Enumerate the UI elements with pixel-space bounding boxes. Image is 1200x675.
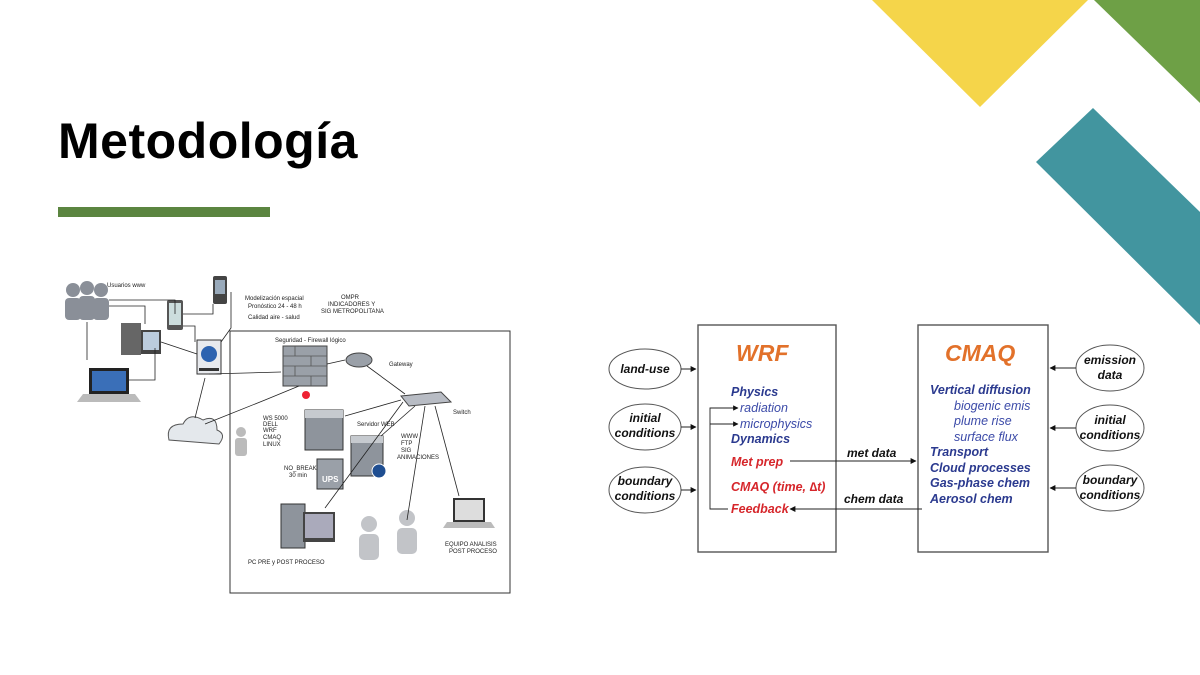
ompr-label-2: INDICADORES Y (328, 302, 375, 308)
firewall-icon (282, 345, 328, 387)
users-icon (65, 281, 109, 320)
pc-icon (280, 503, 335, 549)
pronostico-label: Pronóstico 24 - 48 h (248, 304, 302, 310)
initial-label: initial (629, 411, 661, 425)
cmaq-plume: plume rise (953, 414, 1012, 428)
cmaq-surface-flux: surface flux (954, 430, 1019, 444)
internal-links (204, 359, 460, 521)
switch-label: Switch (453, 410, 471, 416)
page-title: Metodología (58, 113, 358, 169)
seguridad-label: Seguridad - Firewall lógico (275, 338, 346, 344)
web-server-icon (350, 435, 387, 479)
network-diagram: Usuarios www Modelización espacial Pronó… (65, 276, 511, 594)
workstation-icon (304, 409, 344, 451)
ups-icon (316, 458, 344, 490)
mobile-phone-icon (213, 276, 227, 304)
ompr-label-1: OMPR (341, 295, 360, 301)
cmaq-gas-phase: Gas-phase chem (930, 476, 1030, 490)
desktop-icon (121, 323, 161, 355)
gateway-label: Gateway (389, 362, 413, 368)
laptop-icon (77, 368, 141, 402)
ompr-label-3: SIG METROPOLITANA (321, 309, 384, 315)
animaciones-label: ANIMACIONES (397, 455, 439, 461)
wrf-met-prep: Met prep (731, 455, 783, 469)
nobreak-label: NO_BREAK (284, 466, 317, 472)
person-icon (235, 427, 247, 456)
right-conditions-label: conditions (1080, 428, 1141, 442)
ups-label: UPS (322, 475, 339, 484)
cmaq-transport: Transport (930, 445, 989, 459)
globe-monitor-icon (196, 339, 222, 375)
wrf-feedback: Feedback (731, 502, 790, 516)
ws-label-1: WS 5000 (263, 416, 288, 422)
ftp-label: FTP (401, 441, 412, 447)
usuarios-label: Usuarios www (107, 283, 146, 289)
right-boundary-conditions-label: conditions (1080, 488, 1141, 502)
cmaq-box (917, 324, 1049, 553)
servidor-label: Servidor WEB (357, 422, 395, 428)
emission-label: emission (1084, 353, 1136, 367)
met-data-label: met data (847, 446, 897, 460)
ws-label-2: DELL (263, 422, 279, 428)
land-use-label: land-use (620, 362, 670, 376)
nobreak-time-label: 30 min (289, 473, 307, 479)
www-label: WWW (401, 434, 418, 440)
ws-label-4: CMAQ (263, 435, 281, 441)
wrf-microphysics: microphysics (740, 417, 812, 431)
boundary-label: boundary (618, 474, 674, 488)
wrf-cmaq-time: CMAQ (time, ∆t) (731, 480, 825, 494)
right-initial-label: initial (1094, 413, 1126, 427)
wrf-radiation: radiation (740, 401, 788, 415)
wrf-title: WRF (736, 340, 789, 366)
switch-icon (400, 391, 453, 407)
network-links (86, 292, 282, 419)
calidad-label: Calidad aire - salud (248, 315, 300, 321)
equipo-label-1: EQUIPO ANALISIS (445, 542, 497, 548)
people-icon (359, 510, 417, 560)
server-room-frame (229, 330, 511, 594)
cmaq-biogenic: biogenic emis (954, 399, 1030, 413)
analysis-laptop-icon (443, 498, 495, 528)
ws-label-3: WRF (263, 428, 277, 434)
teal-band (1036, 108, 1200, 325)
cmaq-title: CMAQ (945, 340, 1015, 366)
title-underline (58, 207, 270, 217)
wrf-box (697, 324, 837, 553)
right-boundary-label: boundary (1083, 473, 1139, 487)
yellow-triangle (872, 0, 1088, 107)
cloud-icon (167, 416, 223, 445)
wrf-physics: Physics (731, 385, 778, 399)
boundary-conditions-label: conditions (615, 489, 676, 503)
sig-label: SIG (401, 448, 412, 454)
emission-data-label: data (1098, 368, 1123, 382)
conditions-label: conditions (615, 426, 676, 440)
cmaq-cloud: Cloud processes (930, 461, 1031, 475)
modelizacion-label: Modelización espacial (245, 296, 304, 302)
green-triangle (1094, 0, 1200, 103)
gateway-icon (345, 352, 373, 368)
equipo-label-2: POST PROCESO (449, 549, 497, 555)
cmaq-vertical-diffusion: Vertical diffusion (930, 383, 1031, 397)
wrf-cmaq-diagram: WRF Physics radiation microphysics Dynam… (608, 324, 1145, 553)
chem-data-label: chem data (844, 492, 904, 506)
status-dot (302, 391, 310, 399)
wrf-dynamics: Dynamics (731, 432, 790, 446)
cmaq-aerosol: Aerosol chem (929, 492, 1013, 506)
pc-label: PC PRE y POST PROCESO (248, 560, 325, 566)
feedback-loop-arrow (709, 405, 739, 510)
ws-label-5: LINUX (263, 442, 281, 448)
